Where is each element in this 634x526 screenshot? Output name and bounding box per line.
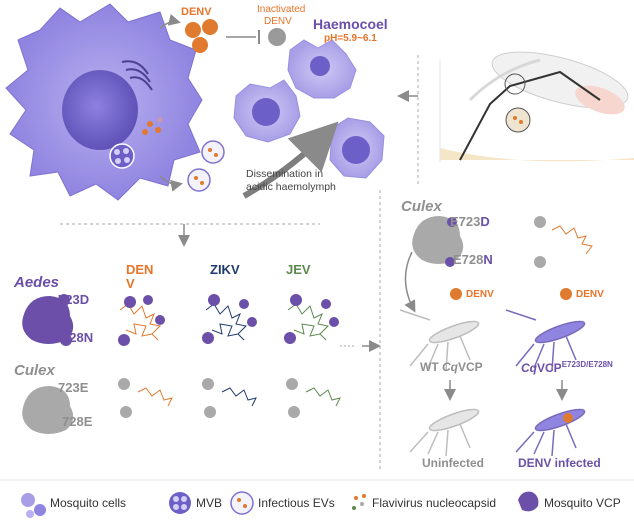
haemocyte-cells xyxy=(233,39,385,179)
aedes-vcp-structure xyxy=(22,294,74,346)
mvb-icon xyxy=(109,143,135,169)
inactivated-label-line1: Inactivated xyxy=(257,4,306,15)
dissemination-label-line2: acidic haemolymph xyxy=(246,181,336,193)
complex-aedes-jev xyxy=(284,294,339,344)
denv-dot-left xyxy=(450,288,462,300)
inactivated-denv-icon xyxy=(268,28,286,46)
ph-label: pH=5.9~6.1 xyxy=(324,33,377,44)
mutant-complex-right xyxy=(534,216,593,268)
culex-label-left: Culex xyxy=(14,362,55,379)
column-denv-line2: V xyxy=(126,276,135,291)
wt-cqvcp-label: WT CqVCP xyxy=(420,360,483,374)
right-residue-728: E728N xyxy=(453,252,493,267)
culex-residue-728: 728E xyxy=(62,414,93,429)
column-denv-line1: DEN xyxy=(126,262,154,277)
denv-virions xyxy=(185,19,218,53)
dissemination-label-line1: Dissemination in xyxy=(246,168,324,180)
legend-infectious-evs: Infectious EVs xyxy=(258,496,335,510)
culex-label-right: Culex xyxy=(401,198,442,215)
complex-culex-zikv xyxy=(202,378,257,418)
haemocoel-label: Haemocoel xyxy=(313,16,388,32)
culex-vcp-mutant-structure xyxy=(412,216,464,267)
aedes-residue-723: 723D xyxy=(58,292,90,307)
curve-arrow-right xyxy=(404,251,416,313)
complex-aedes-zikv xyxy=(202,294,257,344)
right-residue-723: E723D xyxy=(450,214,490,229)
aedes-residue-728: 728N xyxy=(62,330,94,345)
legend-nucleocapsid: Flavivirus nucleocapsid xyxy=(372,496,497,510)
mosquito-feeding-illustration xyxy=(439,51,634,162)
infectious-ev-icons xyxy=(187,140,225,192)
legend-cell-icon xyxy=(21,493,46,518)
golgi-icon xyxy=(121,60,153,91)
dissemination-arrow xyxy=(242,121,339,199)
mosquito-uninfected xyxy=(409,408,480,457)
culex-vcp-structure xyxy=(22,386,74,434)
column-jev: JEV xyxy=(286,262,311,277)
legend-mosquito-cells: Mosquito cells xyxy=(50,496,127,510)
denv-label-top: DENV xyxy=(181,6,212,18)
complex-culex-denv xyxy=(118,378,173,418)
denv-label-mutant: DENV xyxy=(576,289,604,300)
legend-ev-icon xyxy=(230,491,254,515)
legend-nucleocapsid-icon xyxy=(352,494,366,510)
legend-mvb: MVB xyxy=(196,496,223,510)
culex-residue-723: 723E xyxy=(58,380,89,395)
aedes-label: Aedes xyxy=(14,274,60,291)
secretion-arrow-top xyxy=(159,14,181,29)
secretion-arrow-bottom xyxy=(159,175,183,192)
mosquito-denv-infected xyxy=(515,408,586,457)
nucleocapsid-cluster xyxy=(142,117,163,135)
complex-culex-jev xyxy=(286,378,341,418)
denv-infected-label: DENV infected xyxy=(518,456,601,470)
denv-dot-right xyxy=(560,288,572,300)
denv-label-wt: DENV xyxy=(466,289,494,300)
column-zikv: ZIKV xyxy=(210,262,240,277)
mosquito-cell-large xyxy=(5,3,203,201)
mutant-cqvcp-label: CqVCPE723D/E728N xyxy=(521,360,613,375)
mosquito-wt xyxy=(399,309,480,371)
inactivated-label-line2: DENV xyxy=(264,16,292,27)
legend-mvb-icon xyxy=(169,492,191,514)
legend-vcp-icon xyxy=(518,491,539,512)
complex-aedes-denv xyxy=(118,295,165,346)
uninfected-label: Uninfected xyxy=(422,456,485,470)
mosquito-mutant xyxy=(505,309,586,371)
legend-mosquito-vcp: Mosquito VCP xyxy=(544,496,621,510)
